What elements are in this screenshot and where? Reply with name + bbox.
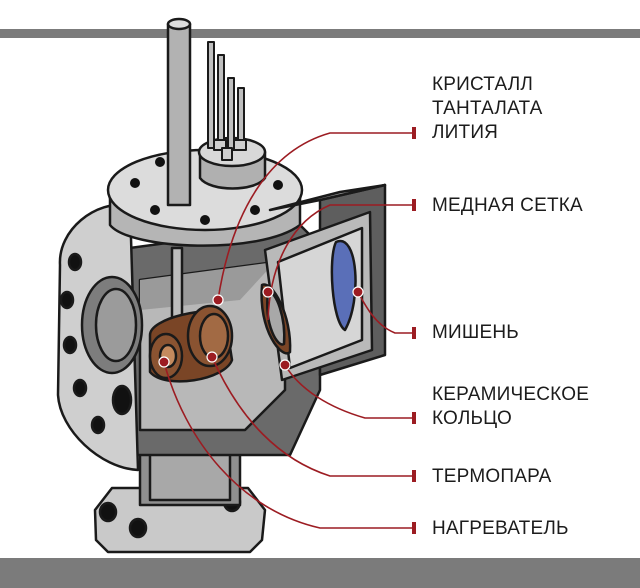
left-flange-hole [67, 252, 83, 272]
marker-crystal [412, 127, 416, 139]
top-flange-bolt [130, 178, 140, 188]
label-thermocouple: ТЕРМОПАРА [432, 466, 552, 487]
leader-thermocouple [211, 356, 416, 477]
leader-ceramic [284, 364, 416, 419]
bottom-flange-hole [128, 517, 148, 539]
leader-markers [158, 127, 416, 534]
label-crystal-line1: КРИСТАЛЛ [432, 74, 534, 95]
target-disc [330, 239, 357, 332]
top-flange-bolt [150, 205, 160, 215]
dot-heater [158, 356, 170, 368]
dot-thermocouple [206, 351, 218, 363]
dot-crystal [212, 294, 224, 306]
leader-heater [163, 361, 416, 529]
marker-copper-mesh [412, 199, 416, 211]
electrical-pins [207, 41, 247, 161]
top-flange-bolt [250, 205, 260, 215]
label-ceramic-line2: КОЛЬЦО [432, 408, 512, 429]
left-flange-hole [59, 290, 75, 310]
marker-thermocouple [412, 470, 416, 482]
bottom-flange-hole [98, 501, 118, 523]
marker-ceramic [412, 412, 416, 424]
label-ceramic-line1: КЕРАМИЧЕСКОЕ [432, 384, 590, 405]
leader-copper-mesh [267, 204, 416, 321]
left-flange-hole [62, 335, 78, 355]
dot-target [352, 286, 364, 298]
leader-crystal [217, 132, 416, 301]
left-flange-bore-inner [94, 287, 138, 363]
device-illustration [56, 17, 387, 554]
crystal-disc-face [198, 312, 230, 360]
right-housing-top [268, 183, 387, 212]
top-flange-bolt [200, 215, 210, 225]
dot-copper-mesh [262, 286, 274, 298]
label-crystal-line2: ТАНТАЛАТА [432, 98, 543, 119]
label-crystal-line3: ЛИТИЯ [432, 122, 499, 143]
marker-heater [412, 522, 416, 534]
vertical-tube-top [166, 17, 192, 31]
left-flange-hole [90, 415, 106, 435]
top-flange-bolt [155, 157, 165, 167]
vertical-tube [166, 22, 192, 207]
top-flange-bolt [273, 180, 283, 190]
top-bar [0, 29, 640, 38]
left-flange-hole [111, 384, 133, 416]
marker-target [412, 327, 416, 339]
label-copper-mesh: МЕДНАЯ СЕТКА [432, 195, 583, 216]
bottom-bar [0, 558, 640, 588]
label-heater: НАГРЕВАТЕЛЬ [432, 518, 569, 539]
left-flange-hole [72, 378, 88, 398]
label-target: МИШЕНЬ [432, 322, 519, 343]
dot-ceramic [279, 359, 291, 371]
